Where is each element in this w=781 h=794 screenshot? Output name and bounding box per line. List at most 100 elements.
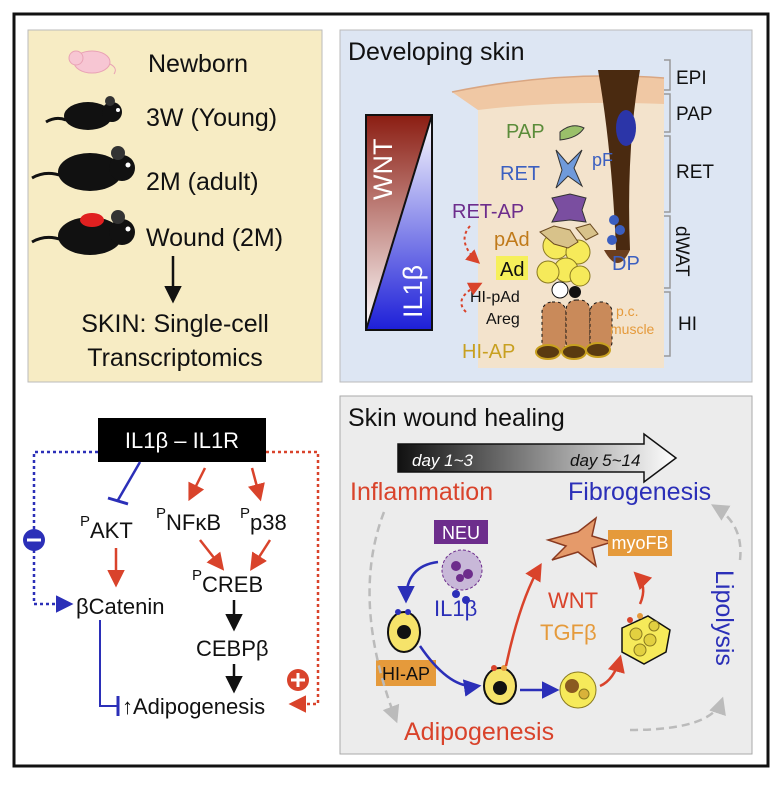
young-mouse-icon: [45, 96, 122, 130]
to-p38-arrow: [247, 467, 265, 502]
label-pap: PAP: [506, 121, 545, 143]
layer-epi: EPI: [676, 68, 707, 89]
label-wound: Wound (2M): [146, 224, 283, 252]
label-bcatenin: βCatenin: [76, 594, 164, 619]
neu-to-hiap-arrow: [397, 560, 439, 604]
label-wnt: WNT: [368, 139, 398, 200]
pap-cell-icon: [559, 125, 585, 141]
adipocyte-cluster-icon: [536, 223, 599, 287]
activated-ap-cell-icon: [483, 665, 517, 705]
sup-pcreb: P: [192, 567, 202, 584]
panel-a: Newborn 3W (Young) 2M (adult) Wound (2M)…: [27, 29, 323, 383]
ret-ap-to-ad-arrow: [463, 225, 481, 264]
label-il1b-gradient: IL1β: [398, 265, 428, 318]
footer-line1: SKIN: Single-cell: [81, 310, 269, 338]
label-il1b-d: IL1β: [434, 596, 477, 621]
label-lipolysis: Lipolysis: [710, 570, 738, 666]
label-dp: DP: [612, 253, 640, 275]
hi-ap-box-d: [376, 660, 436, 686]
label-cebp: CEBPβ: [196, 636, 269, 661]
ad-highlight: [496, 256, 528, 280]
hi-ap-cell-icon: [387, 609, 421, 653]
preadipocyte-icon: [559, 671, 597, 709]
mature-adipocyte-icon: [621, 613, 671, 665]
label-ad: Ad: [500, 259, 524, 281]
hi-ap-cells-icon: [535, 342, 611, 360]
panel-c: IL1β – IL1R P AKT P NFκB P p38 P CREB βC…: [23, 418, 320, 719]
muscle-fibers-icon: [541, 299, 613, 353]
sup-pakt: P: [80, 513, 90, 530]
myofb-box: [608, 530, 672, 556]
layer-dwat: dWAT: [671, 226, 692, 277]
label-pf: pF: [592, 150, 613, 170]
label-hi-ap-d: HI-AP: [382, 664, 430, 684]
panel-d: Skin wound healing day 1~3 day 5~14 Infl…: [339, 395, 753, 755]
layer-pap: PAP: [676, 104, 713, 125]
panel-b-title: Developing skin: [348, 38, 525, 66]
receptor-to-adipogenesis-loop: [266, 450, 320, 713]
receptor-to-bcatenin-loop: [32, 450, 98, 613]
hi-pad-cells-icon: [551, 281, 581, 299]
label-wnt-d: WNT: [548, 588, 598, 613]
label-tgfb: TGFβ: [540, 620, 597, 645]
to-nfkb-arrow: [188, 467, 207, 502]
bcatenin-inhibit-line: [99, 620, 118, 707]
p38-to-creb-arrow: [250, 539, 272, 571]
label-inflammation: Inflammation: [350, 478, 493, 506]
panel-d-title: Skin wound healing: [348, 404, 565, 432]
newborn-mouse-icon: [68, 50, 116, 75]
label-pp38: p38: [250, 510, 287, 535]
hiap-to-activated-arrow: [418, 645, 482, 697]
receptor-box: [98, 418, 266, 462]
adipocyte-to-myofb-arrow: [633, 571, 653, 605]
sup-pp38: P: [240, 505, 250, 522]
label-areg: Areg: [486, 311, 520, 328]
label-muscle: muscle: [610, 321, 655, 337]
preadipocyte-to-adipocyte-arrow: [599, 654, 625, 688]
wounded-mouse-icon: [31, 210, 135, 255]
ret-ap-cell-icon: [551, 193, 587, 223]
layer-ret: RET: [676, 162, 714, 183]
time-arrow: [397, 432, 678, 484]
layer-brackets: [664, 59, 671, 357]
footer-line2: Transcriptomics: [87, 344, 263, 372]
ret-cell-icon: [555, 149, 584, 189]
label-day-early: day 1~3: [412, 451, 474, 470]
activated-to-myofb-arrow: [504, 562, 542, 667]
label-newborn: Newborn: [148, 50, 248, 78]
label-young: 3W (Young): [146, 104, 277, 132]
label-pakt: AKT: [90, 518, 133, 543]
label-pc: p.c.: [616, 303, 639, 319]
dp-arrector-icon: [616, 110, 636, 146]
label-adult: 2M (adult): [146, 168, 259, 196]
dp-cells-icon: [607, 215, 625, 245]
label-neu: NEU: [442, 523, 480, 543]
label-pnfkb: NFκB: [166, 510, 221, 535]
neutrophil-icon: [441, 549, 483, 604]
label-adipogenesis-c: ↑Adipogenesis: [122, 694, 265, 719]
label-hi-pad: HI-pAd: [470, 289, 520, 306]
layer-hi: HI: [678, 314, 697, 335]
label-adipogenesis-d: Adipogenesis: [404, 718, 554, 746]
nfkb-to-creb-arrow: [199, 539, 225, 571]
label-myofb: myoFB: [611, 533, 668, 553]
hi-ap-to-ad-arrow: [460, 282, 483, 313]
adult-mouse-icon: [31, 146, 135, 191]
label-receptor: IL1β – IL1R: [125, 428, 239, 453]
inhibit-akt-line: [116, 461, 142, 501]
neu-box: [434, 520, 488, 544]
label-fibrogenesis: Fibrogenesis: [568, 478, 711, 506]
label-hi-ap: HI-AP: [462, 341, 515, 363]
label-ret-ap: RET-AP: [452, 201, 524, 223]
label-day-late: day 5~14: [570, 451, 640, 470]
label-pad: pAd: [494, 229, 530, 251]
myofibroblast-icon: [545, 516, 615, 568]
label-pcreb: CREB: [202, 572, 263, 597]
adipogenesis-to-lipolysis-arrow: [629, 696, 726, 732]
panel-b: Developing skin WNT IL1β: [339, 29, 753, 383]
label-ret: RET: [500, 163, 540, 185]
lipolysis-to-fibrogenesis-arrow: [710, 504, 742, 561]
wnt-il1b-gradient: WNT IL1β: [365, 114, 433, 331]
